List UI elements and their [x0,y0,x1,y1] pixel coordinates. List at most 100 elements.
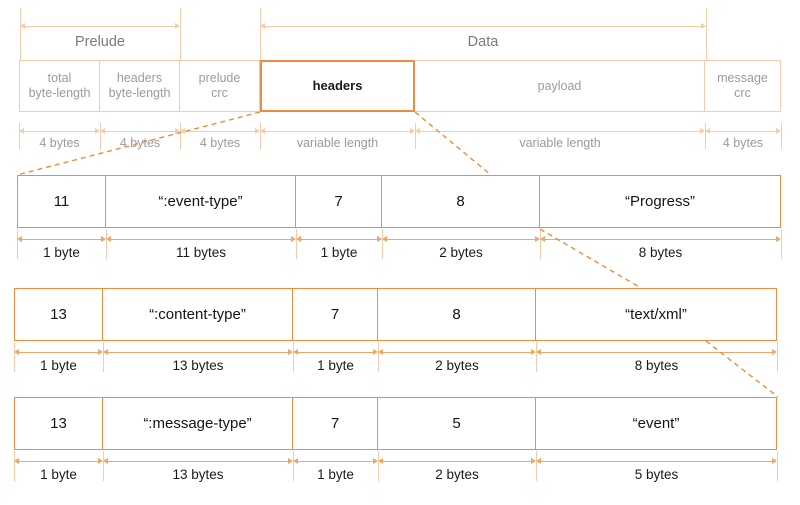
message-cell-label-line: total [47,71,72,86]
row-dim-span-arrow-right [535,236,540,242]
bar-dim-label-0: 4 bytes [39,136,80,150]
row-dim-tick-end [777,451,778,481]
bar-dim-tick-5 [705,123,706,149]
row-dim-tick [103,451,104,481]
row-dim-span [387,239,535,240]
header-field-cell: 11 [17,175,106,228]
row-dim-span-arrow-right [288,458,293,464]
bar-dim-tick-3 [260,123,261,149]
row-dim-tick [17,229,18,259]
row-dim-label: 2 bytes [435,467,479,482]
row-dim-tick-end [777,342,778,372]
group-span-0 [25,26,175,27]
group-label-data: Data [467,34,499,50]
message-cell-label: headers [313,78,363,93]
row-dim-label: 1 byte [320,245,358,260]
bar-dim-span-3 [265,131,410,132]
group-span-0-arrow-right [175,23,180,29]
header-field-cell: “:message-type” [103,397,293,450]
row-dim-label: 1 byte [317,467,354,482]
bar-dim-span-4-arrow-left [415,128,420,134]
header-field-cell: 13 [14,288,103,341]
bar-dim-span-5-arrow-right [776,128,781,134]
header-field-cell: “Progress” [540,175,781,228]
row-dim-label: 8 bytes [634,358,679,373]
bar-dim-span-1 [105,131,175,132]
header-field-cell: “:event-type” [106,175,296,228]
bar-dim-label-2: 4 bytes [199,136,241,150]
row-dim-span-arrow-right [531,458,536,464]
row-dim-span-arrow-left [14,458,19,464]
row-dim-span [19,461,98,462]
row-dim-span [383,352,531,353]
row-dim-label: 2 bytes [435,358,479,373]
row-dim-span [19,352,98,353]
row-dim-tick [378,451,379,481]
row-dim-label: 1 byte [40,358,77,373]
row-dim-label: 1 byte [40,467,77,482]
message-cell-label-line: byte-length [108,86,171,100]
group-tick-end-0 [180,8,181,60]
bar-dim-span-3-arrow-right [410,128,415,134]
group-tick-start-0 [20,8,21,60]
row-dim-span [383,461,531,462]
row-dim-span [301,239,377,240]
bar-dim-span-4-arrow-right [700,128,705,134]
row-dim-span-arrow-left [536,349,541,355]
row-dim-span [111,239,291,240]
row-dim-label: 2 bytes [439,245,483,260]
bar-dim-label-3: variable length [296,136,379,150]
message-cell-label: payload [538,79,582,94]
row-dim-span-arrow-right [772,458,777,464]
row-dim-span [298,352,373,353]
group-span-1-arrow-left [260,23,265,29]
row-dim-span-arrow-left [293,349,298,355]
row-dim-span-arrow-right [98,458,103,464]
header-field-cell: 5 [378,397,536,450]
row-dim-span-arrow-left [382,236,387,242]
bar-dim-span-5 [710,131,776,132]
row-dim-span-arrow-right [288,349,293,355]
row-dim-span [541,461,772,462]
row-dim-span-arrow-right [373,458,378,464]
message-cell-label-line: crc [211,86,228,100]
header-field-cell: “text/xml” [536,288,777,341]
group-span-1-arrow-right [701,23,706,29]
bar-dim-span-2 [185,131,255,132]
row-dim-tick [103,342,104,372]
row-dim-span-arrow-right [772,349,777,355]
row-dim-label: 5 bytes [634,467,679,482]
row-dim-span [108,352,288,353]
row-dim-span-arrow-right [531,349,536,355]
message-cell-label-line: message [717,71,768,86]
row-dim-tick [382,229,383,259]
row-dim-tick-end [781,229,782,259]
row-dim-span [108,461,288,462]
bar-dim-span-2-arrow-left [180,128,185,134]
row-dim-span [22,239,101,240]
row-dim-span-arrow-left [103,349,108,355]
row-dim-label: 8 bytes [638,245,683,260]
row-dim-span [541,352,772,353]
group-tick-start-1 [260,8,261,60]
row-dim-span-arrow-left [106,236,111,242]
row-dim-span-arrow-right [776,236,781,242]
row-dim-span-arrow-right [373,349,378,355]
row-dim-span-arrow-right [98,349,103,355]
row-dim-tick [536,342,537,372]
message-cell-label-line: prelude [198,71,241,86]
bar-dim-span-4 [420,131,700,132]
bar-dim-label-5: 4 bytes [722,136,764,150]
row-dim-tick [106,229,107,259]
row-dim-tick [293,451,294,481]
row-dim-span-arrow-left [378,349,383,355]
message-cell-label-line: byte-length [28,86,91,100]
header-field-cell: “:content-type” [103,288,293,341]
